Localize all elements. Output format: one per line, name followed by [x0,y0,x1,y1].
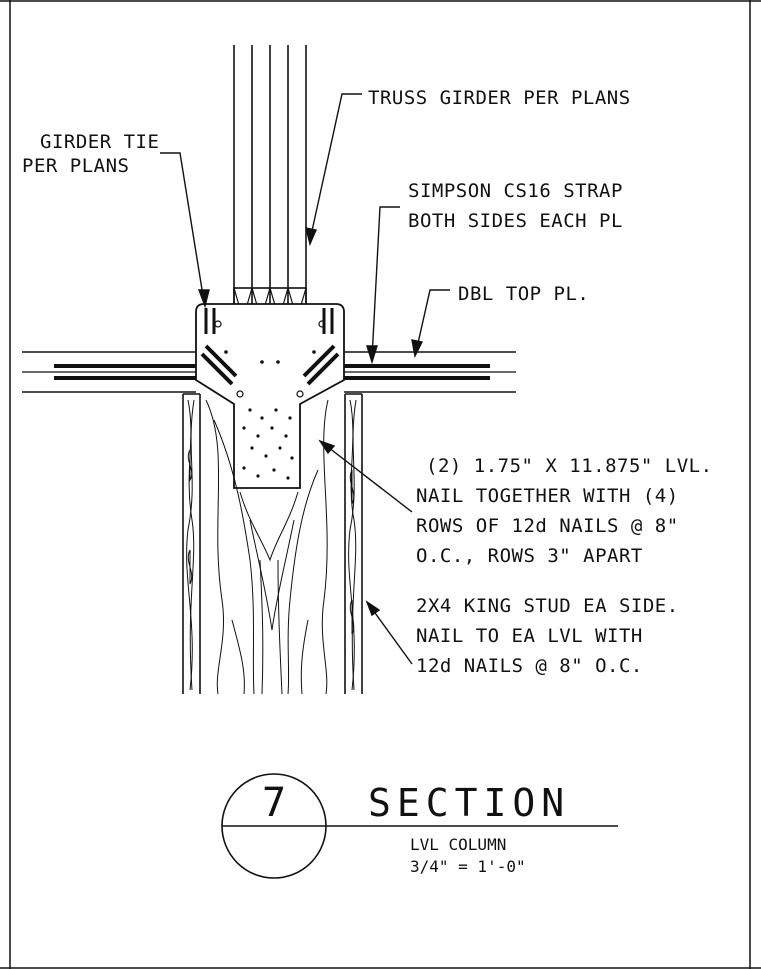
nail-pattern [214,320,326,480]
note-king-stud-line-2: NAIL TO EA LVL WITH [416,625,643,647]
detail-title-block: 7 SECTION LVL COLUMN 3/4" = 1'-0" [221,773,618,879]
girder-tie-plate [195,303,345,489]
lvl-column [182,393,363,694]
note-girder-tie-line-1: GIRDER TIE [40,131,159,153]
double-top-plate [22,351,516,393]
note-girder-tie-line-2: PER PLANS [22,155,129,177]
leader-lines [160,93,450,665]
note-lvl-line-2: NAIL TOGETHER WITH (4) [416,485,679,507]
detail-subtitle: LVL COLUMN [410,835,506,854]
note-lvl-line-1: (2) 1.75" X 11.875" LVL. [426,455,713,477]
wood-grain [186,399,357,695]
callout-notes: TRUSS GIRDER PER PLANS GIRDER TIE PER PL… [22,87,713,677]
note-lvl-line-3: ROWS OF 12d NAILS @ 8" [416,515,679,537]
note-dbl-top-plate: DBL TOP PL. [458,283,589,305]
note-lvl-line-4: O.C., ROWS 3" APART [416,545,643,567]
note-king-stud-line-3: 12d NAILS @ 8" O.C. [416,655,643,677]
note-simpson-line-1: SIMPSON CS16 STRAP [408,180,623,202]
note-truss-girder: TRUSS GIRDER PER PLANS [368,87,631,109]
note-simpson-line-2: BOTH SIDES EACH PL [408,210,623,232]
note-king-stud-line-1: 2X4 KING STUD EA SIDE. [416,595,679,617]
detail-scale: 3/4" = 1'-0" [410,857,526,876]
detail-number: 7 [262,780,286,826]
detail-title: SECTION [368,781,570,825]
